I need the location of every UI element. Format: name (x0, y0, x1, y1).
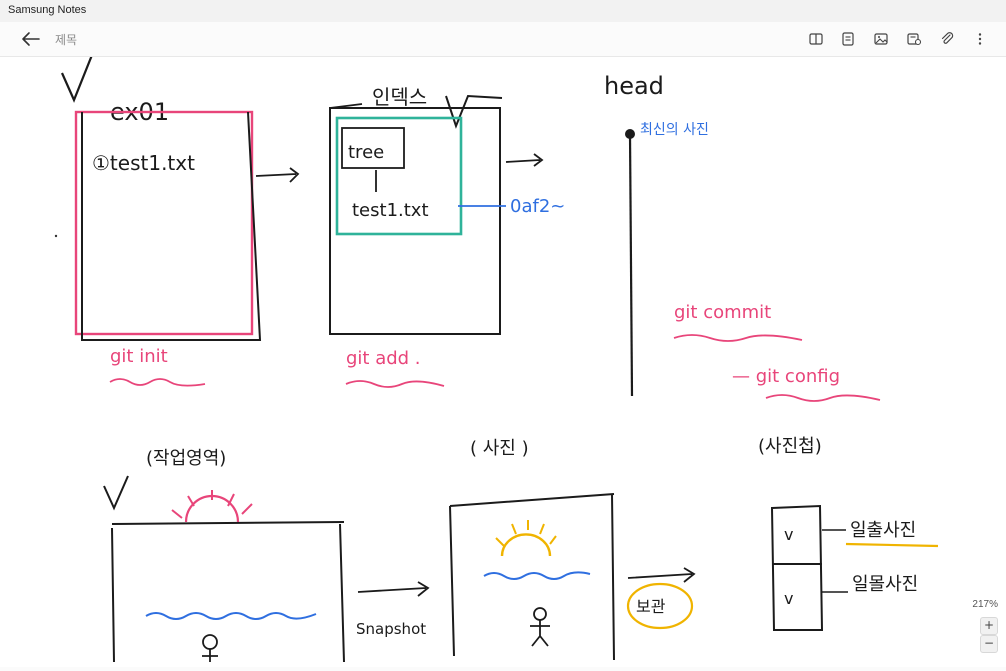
tree-label: tree (348, 142, 384, 163)
git-config-label: — git config (732, 366, 840, 387)
note-canvas[interactable]: ex01 ①test1.txt git init 인덱스 tree test1.… (0, 54, 1006, 667)
zoom-in-button[interactable]: + (980, 617, 998, 635)
photo-label: ( 사진 ) (470, 438, 529, 459)
index-label: 인덱스 (372, 85, 427, 109)
checkmark-stroke (60, 54, 94, 103)
handwriting-layer: ex01 ①test1.txt git init 인덱스 tree test1.… (54, 54, 939, 663)
attach-icon[interactable] (939, 31, 955, 47)
water-stroke (483, 571, 591, 580)
sunrise-label: 일출사진 (850, 520, 916, 541)
index-file-label: test1.txt (352, 200, 429, 221)
save-label: 보관 (636, 597, 666, 616)
tree-frame (335, 116, 463, 236)
hash-label: 0af2~ (510, 196, 565, 217)
album-label: (사진첩) (758, 436, 822, 457)
timeline-line (628, 133, 634, 397)
git-init-label: git init (110, 346, 168, 367)
person-head (202, 634, 218, 650)
sun-stroke (500, 533, 552, 557)
check-2: v (784, 589, 793, 608)
arrow-stroke (505, 153, 544, 167)
image-icon[interactable] (873, 31, 889, 47)
underline-stroke (345, 380, 445, 388)
person-body (202, 649, 218, 662)
underline-stroke (765, 394, 881, 402)
sun-rays (495, 520, 557, 547)
checkmark-stroke (103, 475, 129, 511)
repo-box-shadow (81, 111, 262, 341)
repo-box (74, 110, 254, 336)
person-head (533, 607, 547, 621)
title-bar: Samsung Notes (0, 0, 1006, 22)
person-body (530, 620, 550, 647)
tree-box (341, 127, 405, 169)
sunset-label: 일몰사진 (852, 574, 918, 595)
note-title-field[interactable]: 제목 (55, 33, 78, 47)
work-area-label: (작업영역) (146, 448, 226, 469)
sun-rays (171, 490, 253, 519)
zoom-out-button[interactable]: − (980, 635, 998, 653)
check-1: v (784, 525, 793, 544)
file-label: ①test1.txt (92, 151, 195, 175)
underline-stroke (673, 334, 803, 342)
underline-stroke (845, 542, 939, 548)
book-icon[interactable] (808, 31, 824, 47)
arrow-stroke (357, 581, 430, 597)
head-label: head (604, 72, 664, 100)
app-title: Samsung Notes (8, 4, 87, 16)
album-box (770, 504, 824, 631)
git-commit-label: git commit (674, 302, 771, 323)
water-stroke (145, 612, 317, 620)
photo-box (449, 493, 615, 661)
work-area-box (111, 521, 345, 663)
snapshot-label: Snapshot (356, 620, 426, 638)
dot-mark (54, 234, 58, 238)
text-icon[interactable] (840, 31, 856, 47)
underline-stroke (109, 378, 206, 387)
save-circle (626, 582, 694, 630)
toolbar: 제목 (0, 22, 1006, 57)
zoom-level: 217% (972, 599, 998, 610)
git-add-label: git add . (346, 348, 421, 369)
arrow-stroke (255, 167, 300, 183)
index-box (329, 107, 501, 335)
back-arrow-icon[interactable] (20, 30, 42, 48)
voice-icon[interactable] (906, 31, 922, 47)
checkmark-stroke (445, 94, 503, 129)
recent-photo-label: 최신의 사진 (640, 122, 709, 138)
more-icon[interactable] (972, 31, 988, 47)
arrow-stroke (627, 567, 696, 583)
